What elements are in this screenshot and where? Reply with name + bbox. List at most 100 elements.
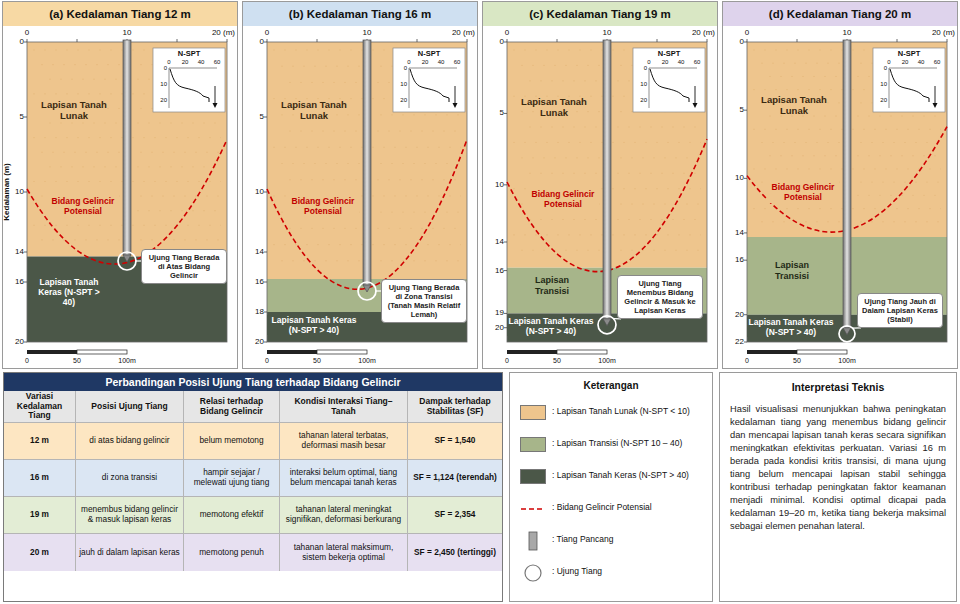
inset-axis-label: 60 [450,59,464,66]
nspt-axis [649,68,697,69]
callout-box: Ujung Tiang Berada di Zona Transisi (Tan… [381,279,467,323]
nspt-inset-frame [873,48,945,112]
nspt-arrowhead [693,103,698,108]
layer-label: Lapisan Transisi [517,275,587,297]
axis-tick-mark [177,39,178,42]
inset-axis-label: 60 [210,59,224,66]
legend-title: Keterangan [510,380,712,391]
inset-axis-label: 10 [874,81,887,88]
depth-tick-mark [504,42,507,43]
tip-sample [525,565,541,581]
table-cell-text: tahanan lateral maksimum, sistem bekerja… [283,543,404,562]
table-cell: tahanan lateral maksimum, sistem bekerja… [280,534,408,571]
depth-panel: (a) Kedalaman Tiang 12 m01020 (m)0510141… [3,2,237,368]
axis-tick-mark [467,39,468,42]
scale-bar [317,350,367,354]
inset-axis-label: 60 [930,59,944,66]
legend-text: : Tiang Pancang [552,534,710,544]
callout-box: Ujung Tiang Berada di Atas Bidang Gelinc… [141,249,227,284]
layer-label: Lapisan Tanah Lunak [37,99,111,121]
table-cell: 12 m [4,423,76,460]
axis-label: 10 [837,28,857,38]
soil-texture [529,173,701,174]
table-cell: tahanan lateral meningkat signifikan, de… [280,497,408,534]
legend-symbol [520,499,546,519]
callout-box: Ujung Tiang Jauh di Dalam Lapisan Keras … [857,293,943,328]
depth-tick-mark [24,117,27,118]
slip-label: Bidang Gelincir Potensial [287,195,359,217]
depth-tick-mark [24,42,27,43]
scale-label: 100m [833,356,861,365]
depth-tick-mark [24,252,27,253]
table-cell: SF = 2,354 [408,497,502,534]
nspt-axis [169,68,217,69]
inset-axis-label: 0 [874,65,887,72]
axis-tick-mark [267,39,268,42]
axis-label: 10 [357,28,377,38]
soil-texture [529,127,701,128]
inset-axis-label: 0 [162,59,176,66]
nspt-curve [170,69,209,102]
table-cell-text: menembus bidang gelincir & masuk lapisan… [79,505,180,524]
nspt-arrow [215,86,216,105]
nspt-arrowhead [933,103,938,108]
scale-bar [747,350,797,354]
depth-label: 10 [484,180,504,190]
slip-sample [521,508,545,510]
interpretation-box: Interpretasi TeknisHasil visualisasi men… [719,372,957,602]
scale-label: 50 [67,356,87,365]
table-cell-text: belum memotong [199,436,263,446]
scale-label: 50 [307,356,327,365]
inset-axis-label: 20 [874,97,887,104]
depth-tick-mark [264,312,267,313]
depth-tick-mark [264,342,267,343]
table-cell: hampir sejajar / melewati ujung tiang [184,460,280,497]
legend-swatch [520,469,546,484]
panel-title: (d) Kedalaman Tiang 20 m [723,2,957,26]
nspt-inset-frame [393,48,465,112]
depth-tick-mark [264,117,267,118]
depth-label: 16 [724,255,744,265]
axis-tick-mark [27,39,28,42]
depth-label: 20 [724,310,744,320]
depth-label: 5 [12,112,24,122]
nspt-arrow [455,86,456,105]
depth-tick-mark [504,270,507,271]
depth-label: 10 [244,187,264,197]
layer-label: Lapisan Transisi [757,260,827,282]
axis-label: 20 (m) [439,28,475,38]
soil-texture [289,228,461,229]
layer-label: Lapisan Tanah Keras (N-SPT > 40) [267,315,361,335]
axis-title: Kedalaman (m) [2,142,12,242]
nspt-axis [169,68,170,108]
depth-label: 0 [12,37,24,47]
axis-label: 20 (m) [919,28,955,38]
table-cell: Relasi terhadap Bidang Gelincir [184,391,280,423]
pile-tip [363,285,371,292]
soil-texture [49,123,221,124]
table-cell-text: SF = 2,354 [435,510,476,520]
inset-axis-label: 10 [394,81,407,88]
depth-tick-mark [744,314,747,315]
depth-tick-mark [744,110,747,111]
panel-header-bar [483,2,717,26]
nspt-curve [890,69,929,102]
layer-label: Lapisan Tanah Keras (N-SPT > 40) [747,317,835,337]
inset-axis-label: 20 [178,59,192,66]
depth-tick-mark [504,184,507,185]
table-cell-text: SF = 1,540 [435,436,476,446]
callout-text: Ujung Tiang Jauh di Dalam Lapisan Keras … [861,297,939,324]
depth-label: 0 [724,37,744,47]
pile-tip [843,328,851,335]
depth-tick-mark [504,242,507,243]
depth-label: 14 [244,247,264,257]
axis-tick-mark [507,39,508,42]
depth-tick-mark [264,42,267,43]
depth-label: 0 [244,37,264,47]
panel-header-bar [243,2,477,26]
table-cell: Variasi Kedalaman Tiang [4,391,76,423]
table-cell-text: SF = 2,450 (tertinggi) [414,548,496,558]
axis-tick-mark [417,39,418,42]
legend-text: : Lapisan Transisi (N-SPT 10 – 40) [552,438,710,448]
